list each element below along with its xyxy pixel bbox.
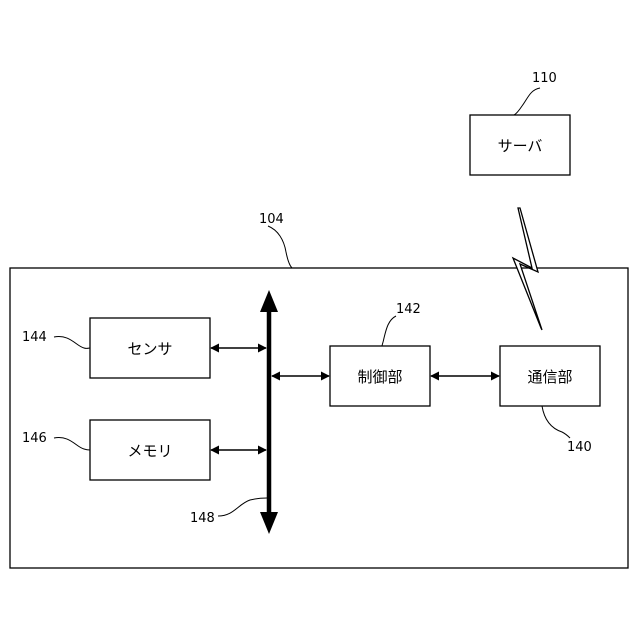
device-ref: 104: [259, 212, 284, 227]
device-ref-leader: [268, 226, 292, 268]
sensor-ref: 144: [22, 330, 47, 345]
controller-label: 制御部: [357, 368, 402, 386]
bus-ref: 148: [190, 511, 215, 526]
memory-ref: 146: [22, 431, 47, 446]
sensor-label: センサ: [127, 340, 172, 358]
memory-label: メモリ: [127, 442, 172, 460]
server-label: サーバ: [498, 137, 543, 155]
server-ref-leader: [514, 88, 540, 115]
controller-ref: 142: [396, 302, 421, 317]
communication-label: 通信部: [527, 368, 572, 386]
server-ref: 110: [532, 71, 557, 86]
communication-ref: 140: [567, 440, 592, 455]
